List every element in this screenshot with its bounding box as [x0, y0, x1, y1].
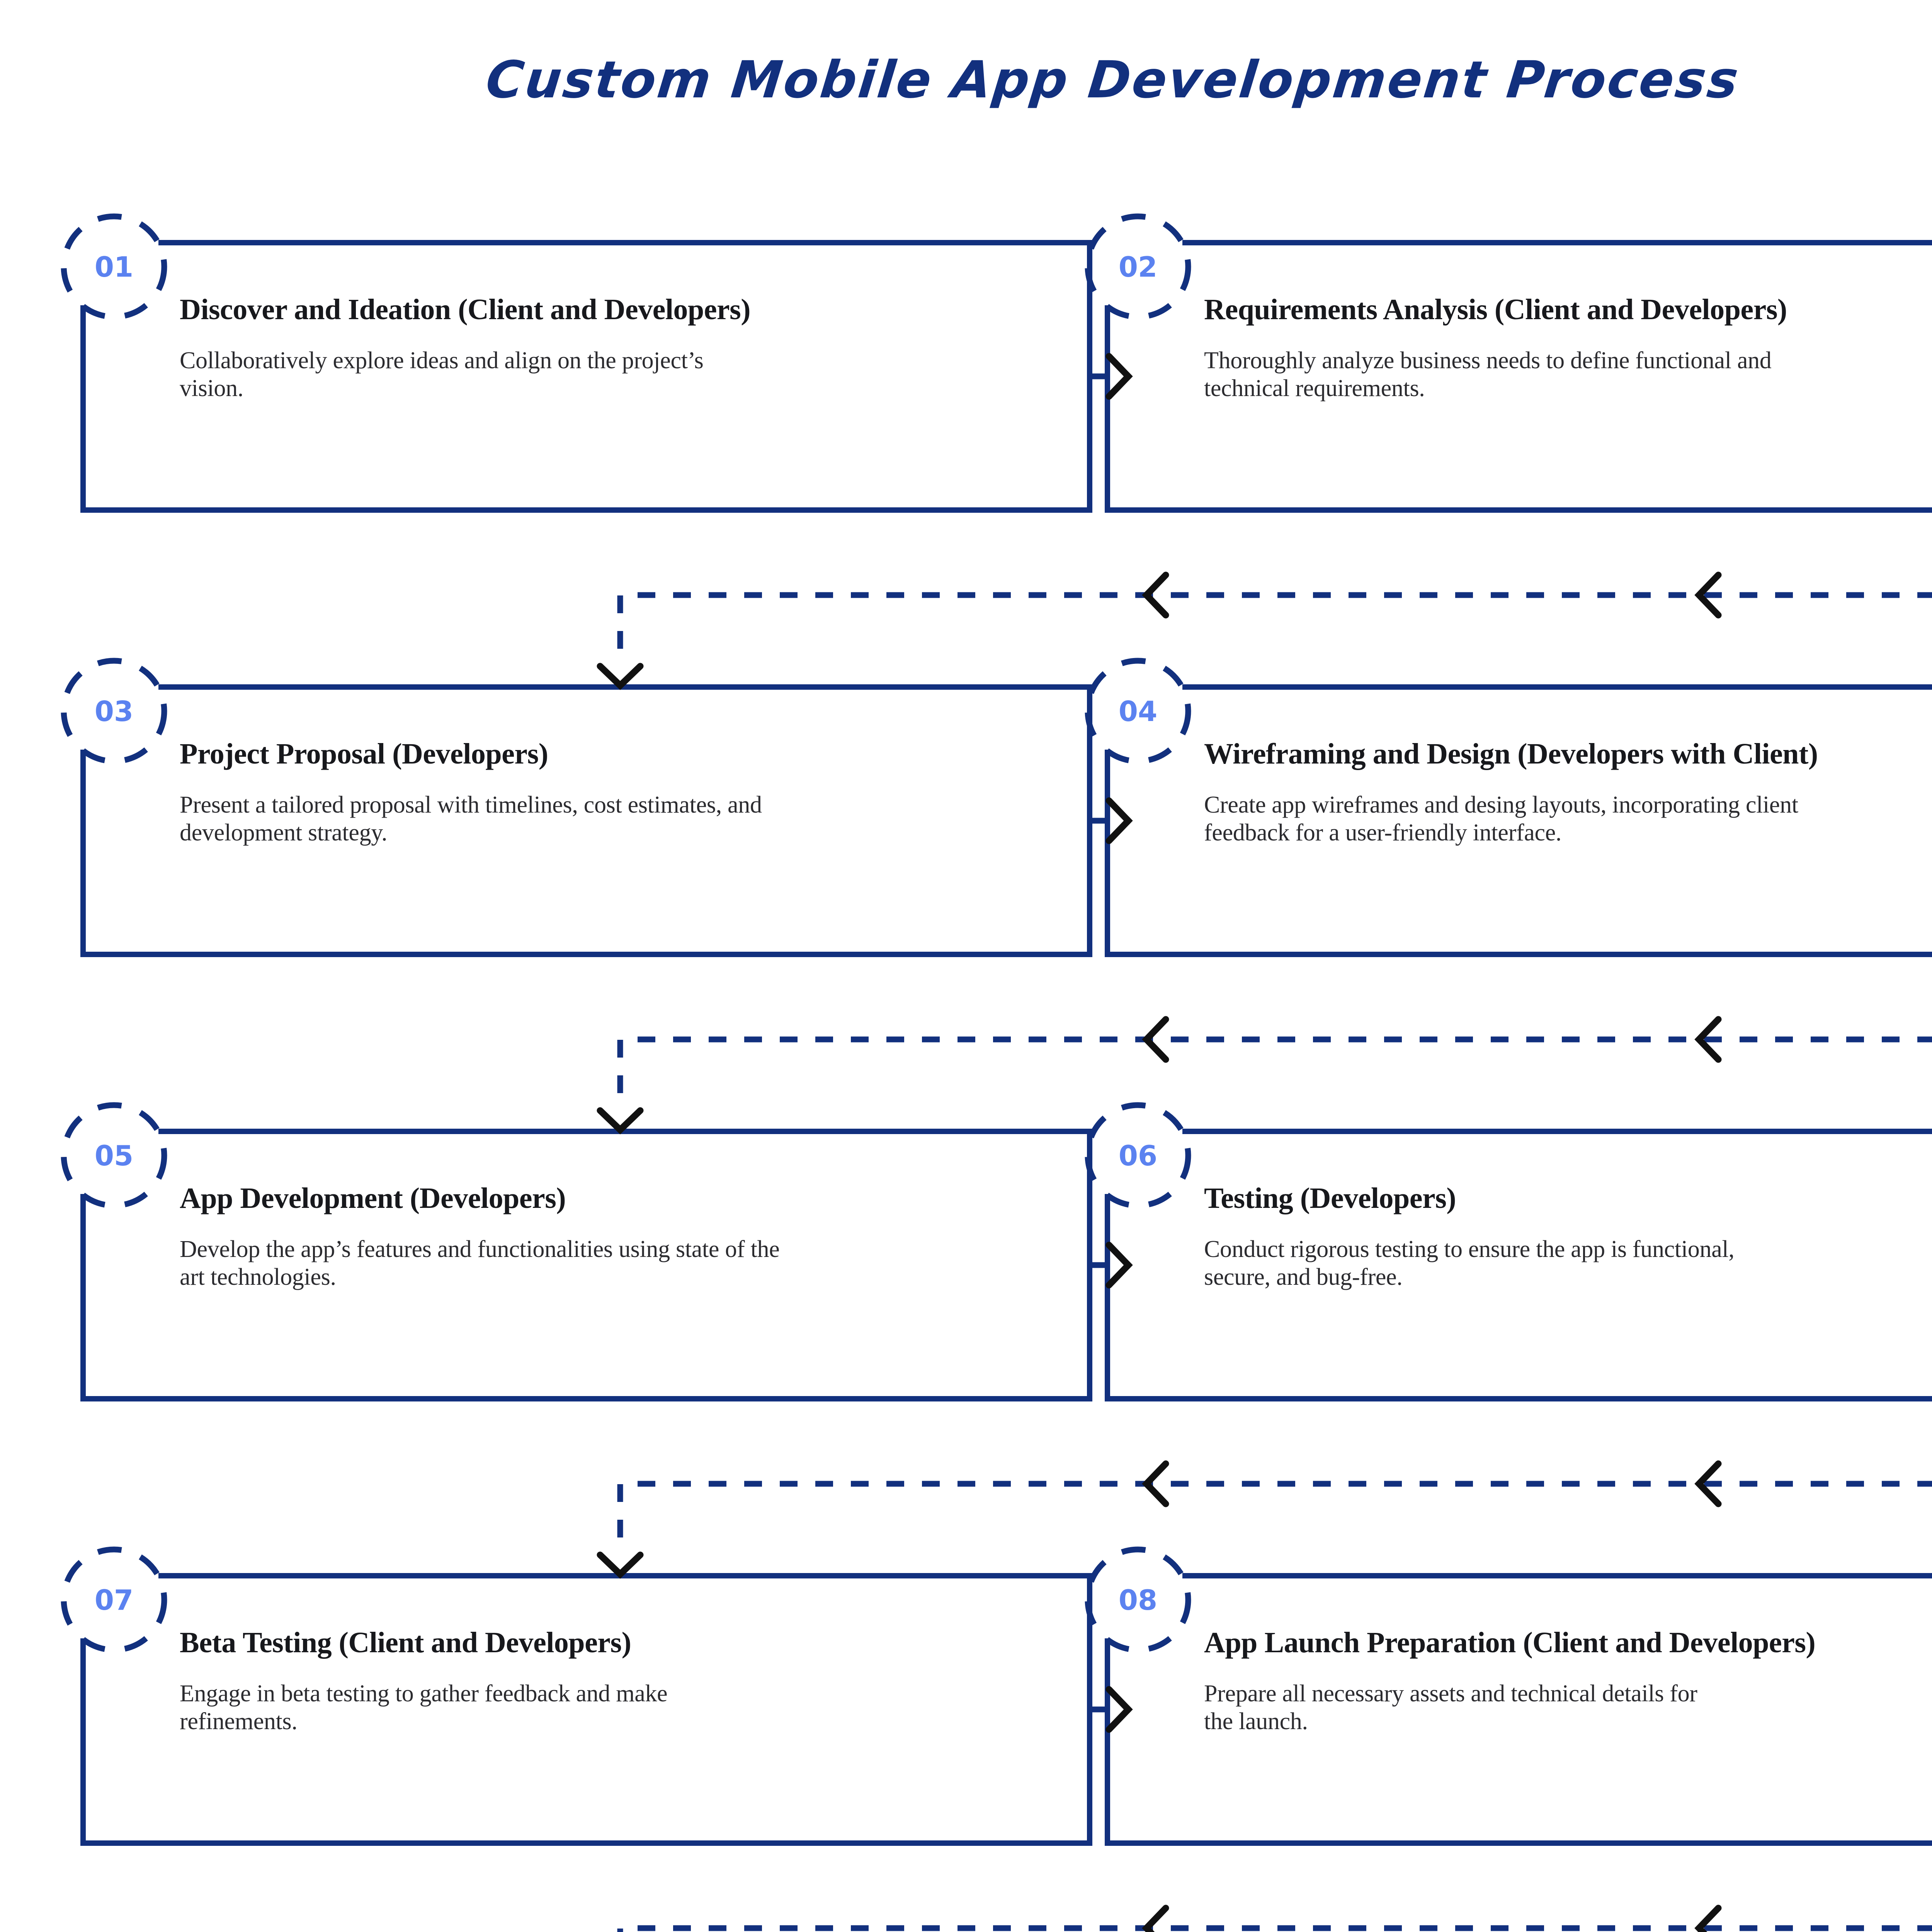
step-description-line: Present a tailored proposal with timelin… — [180, 792, 762, 818]
step-description-line: Prepare all necessary assets and technic… — [1204, 1680, 1697, 1707]
step-description-line: Collaboratively explore ideas and align … — [180, 347, 704, 374]
step-description: Conduct rigorous testing to ensure the a… — [1204, 1236, 1932, 1291]
step-title: Discover and Ideation (Client and Develo… — [180, 293, 751, 326]
step-number-badge: 04 — [1118, 695, 1158, 728]
step-description-line: art technologies. — [180, 1264, 336, 1290]
step-card-05[interactable]: App Development (Developers) Develop the… — [83, 1131, 1090, 1399]
step-number-badge: 06 — [1118, 1139, 1158, 1172]
step-title: Project Proposal (Developers) — [180, 738, 548, 770]
step-number-badge: 03 — [94, 695, 134, 728]
step-description-line: vision. — [180, 375, 243, 401]
step-description: Create app wireframes and desing layouts… — [1204, 791, 1932, 847]
step-description: Develop the app’s features and functiona… — [180, 1236, 1074, 1291]
step-description: Prepare all necessary assets and technic… — [1204, 1680, 1932, 1736]
step-title: Wireframing and Design (Developers with … — [1204, 738, 1818, 770]
step-description: Collaboratively explore ideas and align … — [180, 347, 1074, 403]
step-description-line: the launch. — [1204, 1708, 1308, 1735]
step-description-line: Thoroughly analyze business needs to def… — [1204, 347, 1772, 374]
step-description: Present a tailored proposal with timelin… — [180, 791, 1074, 847]
step-description: Engage in beta testing to gather feedbac… — [180, 1680, 1074, 1736]
step-title: App Launch Preparation (Client and Devel… — [1204, 1626, 1816, 1659]
step-description-line: refinements. — [180, 1708, 298, 1735]
step-card-03[interactable]: Project Proposal (Developers) Present a … — [83, 687, 1090, 954]
step-description-line: secure, and bug-free. — [1204, 1264, 1403, 1290]
step-card-08[interactable]: App Launch Preparation (Client and Devel… — [1107, 1576, 1932, 1843]
step-description: Thoroughly analyze business needs to def… — [1204, 347, 1932, 403]
step-number-badge: 08 — [1118, 1584, 1158, 1616]
step-description-line: Create app wireframes and desing layouts… — [1204, 792, 1798, 818]
step-description-line: Conduct rigorous testing to ensure the a… — [1204, 1236, 1735, 1262]
step-description-line: development strategy. — [180, 819, 388, 846]
step-card-06[interactable]: Testing (Developers) Conduct rigorous te… — [1107, 1131, 1932, 1399]
step-number-badge: 05 — [94, 1139, 134, 1172]
step-description-line: feedback for a user-friendly interface. — [1204, 819, 1562, 846]
step-card-01[interactable]: Discover and Ideation (Client and Develo… — [83, 243, 1090, 510]
step-card-02[interactable]: Requirements Analysis (Client and Develo… — [1107, 243, 1932, 510]
step-card-07[interactable]: Beta Testing (Client and Developers) Eng… — [83, 1576, 1090, 1843]
step-description-line: technical requirements. — [1204, 375, 1425, 401]
step-description-line: Develop the app’s features and functiona… — [180, 1236, 780, 1262]
step-title: Beta Testing (Client and Developers) — [180, 1626, 631, 1659]
step-title: App Development (Developers) — [180, 1182, 566, 1214]
step-description-line: Engage in beta testing to gather feedbac… — [180, 1680, 668, 1707]
step-title: Testing (Developers) — [1204, 1182, 1456, 1214]
step-title: Requirements Analysis (Client and Develo… — [1204, 293, 1787, 326]
step-number-badge: 02 — [1118, 251, 1158, 283]
step-number-badge: 07 — [94, 1584, 134, 1616]
step-card-04[interactable]: Wireframing and Design (Developers with … — [1107, 687, 1932, 954]
step-number-badge: 01 — [94, 251, 134, 283]
page-title: Custom Mobile App Development Process — [483, 50, 1743, 110]
